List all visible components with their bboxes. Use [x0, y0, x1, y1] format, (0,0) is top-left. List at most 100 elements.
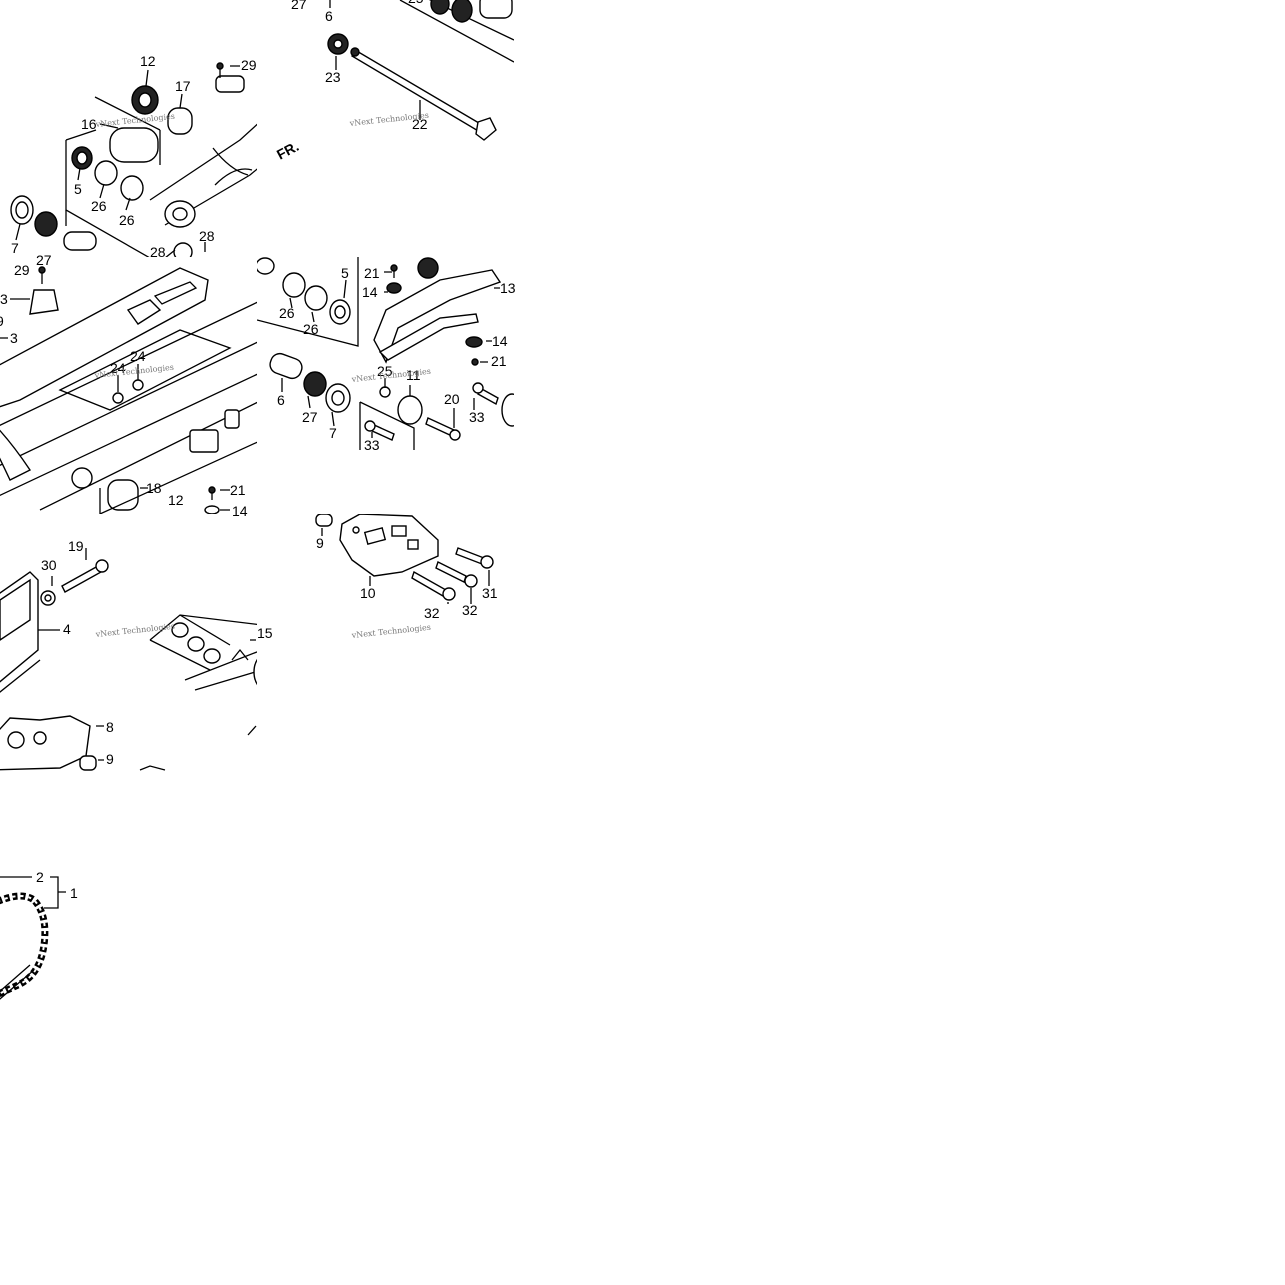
dust-seal-27 [34, 211, 58, 237]
clamp-3 [29, 289, 59, 315]
collar-6 [63, 231, 97, 251]
needle-bearing-26a [282, 272, 306, 298]
callout-24a: 24 [110, 360, 126, 376]
callout-8: 8 [106, 719, 114, 735]
bolt-32a [435, 561, 467, 583]
dust-seal-27 [303, 371, 327, 397]
callout-32a: 32 [462, 602, 478, 618]
callout-14a: 14 [362, 284, 378, 300]
swingarm-beam [0, 267, 209, 408]
callout-7: 7 [329, 425, 337, 441]
callout-21a: 21 [364, 265, 380, 281]
tile-upper-right [327, 0, 514, 141]
callout-19: 19 [68, 538, 84, 554]
callout-10: 10 [360, 585, 376, 601]
callout-20: 20 [444, 391, 460, 407]
callout-31: 31 [482, 585, 498, 601]
collar-16 [109, 127, 159, 163]
clamp-3 [215, 75, 245, 93]
bolt-31 [455, 547, 485, 565]
rubber-14a [386, 282, 402, 294]
callout-15: 15 [257, 625, 273, 641]
bolt-24a [112, 392, 124, 404]
callout-27: 27 [291, 0, 307, 12]
tile-drive-chain-labels: 2 1 [36, 869, 78, 901]
callout-2: 2 [36, 869, 44, 885]
needle-bearing-26b [304, 285, 328, 311]
callout-12: 12 [140, 53, 156, 69]
callout-22: 22 [412, 116, 428, 132]
callout-4: 4 [63, 621, 71, 637]
callout-6: 6 [325, 8, 333, 24]
callout-7: 7 [11, 240, 19, 256]
callout-3b: 3 [10, 330, 18, 346]
callout-11: 11 [406, 367, 421, 383]
callout-29: 29 [14, 262, 30, 278]
callout-29: 29 [241, 57, 257, 73]
tile-middle-left [0, 266, 257, 514]
tile-upper-right-labels: 27 6 25 23 22 vNext Technologies [291, 0, 429, 132]
callout-25: 25 [408, 0, 424, 6]
callout-21: 21 [230, 482, 246, 498]
callout-27: 27 [302, 409, 318, 425]
chain-guide-plate-10 [339, 514, 439, 577]
front-arrow-label: FR. [274, 138, 301, 163]
callout-23: 23 [325, 69, 341, 85]
tile-lower-right [315, 514, 494, 604]
callout-26a: 26 [91, 198, 107, 214]
callout-14b: 14 [492, 333, 508, 349]
callout-18: 18 [146, 480, 162, 496]
callout-6: 6 [277, 392, 285, 408]
watermark-e: vNext Technologies [94, 622, 175, 639]
callout-33b: 33 [469, 409, 485, 425]
tile-middle-right-labels: 21 14 5 13 26 26 14 21 6 27 7 25 11 20 3… [277, 265, 516, 453]
needle-bearing-26a [94, 160, 118, 186]
callout-27: 27 [36, 252, 52, 268]
bolt-19 [61, 565, 102, 593]
tile-drive-chain [0, 876, 66, 1000]
collar-18 [107, 479, 139, 511]
callout-25: 25 [377, 363, 393, 379]
callout-33a: 33 [364, 437, 380, 453]
needle-bearing-26b [120, 175, 144, 201]
callout-13: 13 [500, 280, 516, 296]
tile-middle-right [257, 257, 514, 450]
collar-9 [79, 755, 97, 771]
callout-3a: 3 [0, 291, 8, 307]
bolt-24b [132, 379, 144, 391]
bolt-32b [411, 570, 447, 597]
callout-26a: 26 [279, 305, 295, 321]
callout-14: 14 [232, 503, 248, 519]
callout-28b: 28 [199, 228, 215, 244]
watermark-f: vNext Technologies [350, 623, 431, 640]
callout-16: 16 [81, 116, 97, 132]
chain-guide-8 [0, 715, 91, 771]
callout-5: 5 [74, 181, 82, 197]
callout-24b: 24 [130, 348, 146, 364]
callout-21b: 21 [491, 353, 507, 369]
watermark-c: vNext Technologies [93, 363, 174, 380]
rubber-14b [465, 336, 483, 348]
callout-9: 9 [106, 751, 114, 767]
drive-chain [0, 892, 49, 1000]
callout-12: 12 [168, 492, 184, 508]
callout-30: 30 [41, 557, 57, 573]
callout-26b: 26 [303, 321, 319, 337]
tile-upper-left-labels: 12 17 29 16 5 26 26 7 27 28 28 vNext Tec… [11, 53, 301, 268]
callout-9: 9 [316, 535, 324, 551]
collar-9 [315, 514, 333, 527]
roller-11 [397, 395, 423, 425]
tile-lower-left [0, 548, 257, 771]
watermark-a: vNext Technologies [94, 112, 175, 129]
callout-17: 17 [175, 78, 191, 94]
callout-1: 1 [70, 885, 78, 901]
callout-5: 5 [341, 265, 349, 281]
callout-32b: 32 [424, 605, 440, 621]
collar-6 [269, 352, 303, 380]
callout-26b: 26 [119, 212, 135, 228]
callout-28a: 28 [150, 244, 166, 260]
tile-upper-left [10, 62, 257, 257]
roller-15 [253, 658, 257, 686]
